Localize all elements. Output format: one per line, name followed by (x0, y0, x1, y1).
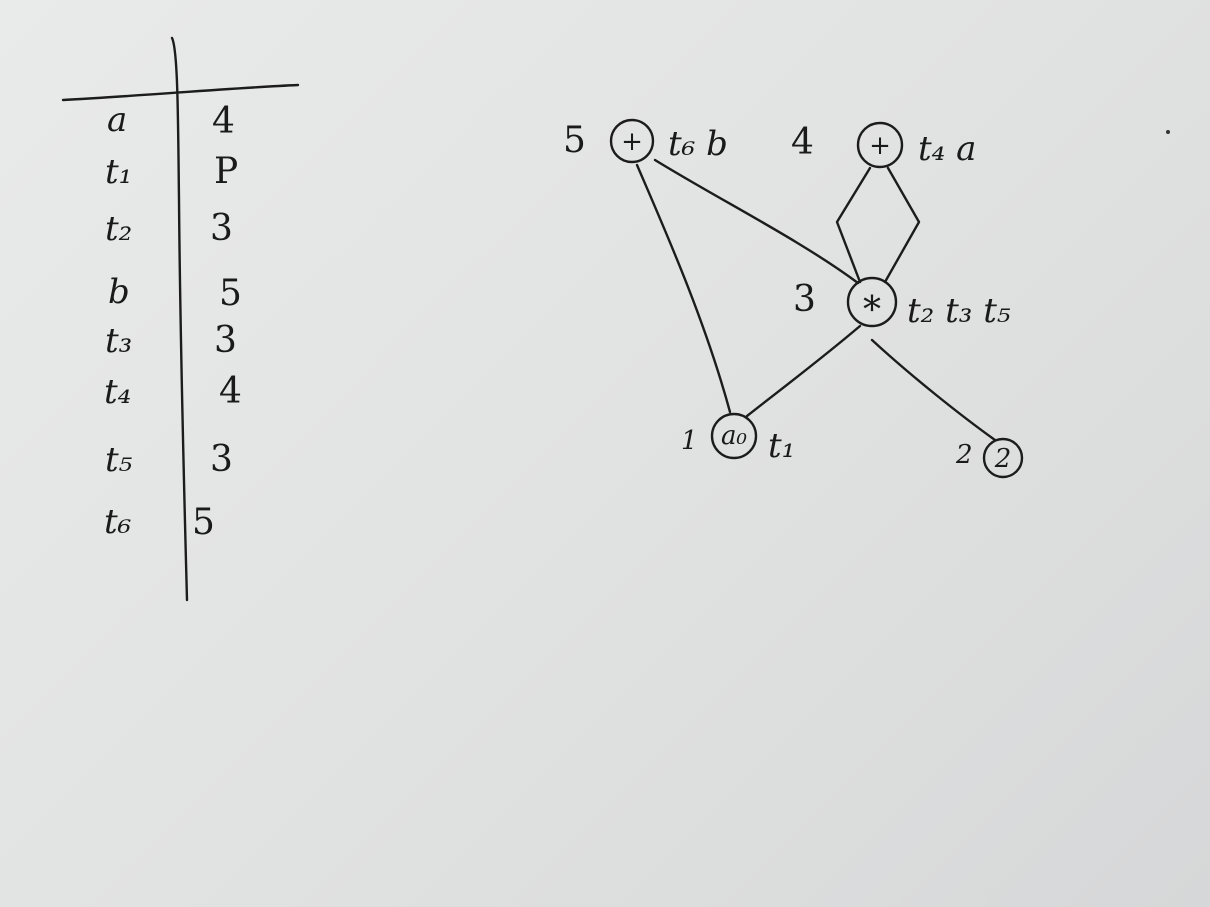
table-name-t6: t₆ (104, 502, 131, 542)
node-1-op: a₀ (721, 421, 748, 451)
pen-dot (1166, 130, 1170, 134)
node-4-op: + (869, 131, 891, 161)
node-4-labels: t₄ a (918, 129, 976, 169)
table-value-a: 4 (212, 101, 235, 142)
node-5-number: 5 (563, 120, 586, 161)
node-2-op: 2 (994, 444, 1012, 474)
table-name-b: b (108, 272, 130, 312)
table-name-t5: t₅ (105, 440, 133, 480)
edge-n3-n2 (870, 338, 997, 442)
table-name-t3: t₃ (105, 321, 132, 361)
table-value-t3: 3 (214, 320, 237, 361)
node-3-op: * (863, 290, 881, 331)
table-header-line (61, 83, 300, 102)
dag-edges (635, 158, 997, 442)
edge-n4-n3-right (883, 166, 921, 284)
table-value-t1: P (214, 151, 238, 192)
node-1-number: 1 (681, 426, 698, 456)
table-value-t4: 4 (219, 371, 242, 412)
table-name-t4: t₄ (104, 372, 131, 412)
node-1-labels: t₁ (768, 426, 795, 466)
table-value-t5: 3 (210, 439, 233, 480)
node-5-labels: t₆ b (668, 124, 728, 164)
dag-node-4: 4 + t₄ a (791, 121, 976, 169)
node-3-labels: t₂ t₃ t₅ (907, 291, 1011, 331)
node-2-number: 2 (955, 440, 973, 470)
dag-node-1: 1 a₀ t₁ (681, 412, 795, 466)
dag-node-5: 5 + t₆ b (563, 118, 728, 164)
table-name-t1: t₁ (105, 152, 132, 192)
table-name-a: a (107, 100, 127, 140)
table-divider-line (170, 36, 189, 602)
edge-n5-n3 (653, 158, 860, 285)
node-5-circle (609, 118, 655, 164)
node-3-number: 3 (793, 279, 816, 320)
table-value-t2: 3 (210, 208, 233, 249)
table-value-b: 5 (219, 273, 242, 314)
node-1-circle (710, 412, 758, 460)
dag-node-2: 2 2 (955, 437, 1024, 479)
node-4-circle (856, 121, 904, 169)
edge-n4-n3-left (835, 166, 872, 284)
symbol-table: a 4 t₁ P t₂ 3 b 5 t₃ 3 t₄ 4 t₅ 3 t₆ 5 (61, 36, 300, 602)
node-4-number: 4 (791, 122, 814, 163)
node-3-circle (846, 276, 898, 328)
node-2-circle (982, 437, 1024, 479)
dag-node-3: 3 * t₂ t₃ t₅ (793, 276, 1011, 331)
edge-n3-n1 (745, 324, 862, 418)
table-value-t6: 5 (192, 502, 215, 543)
edge-n5-n1 (635, 163, 732, 414)
node-5-op: + (621, 127, 643, 157)
table-name-t2: t₂ (105, 209, 132, 249)
